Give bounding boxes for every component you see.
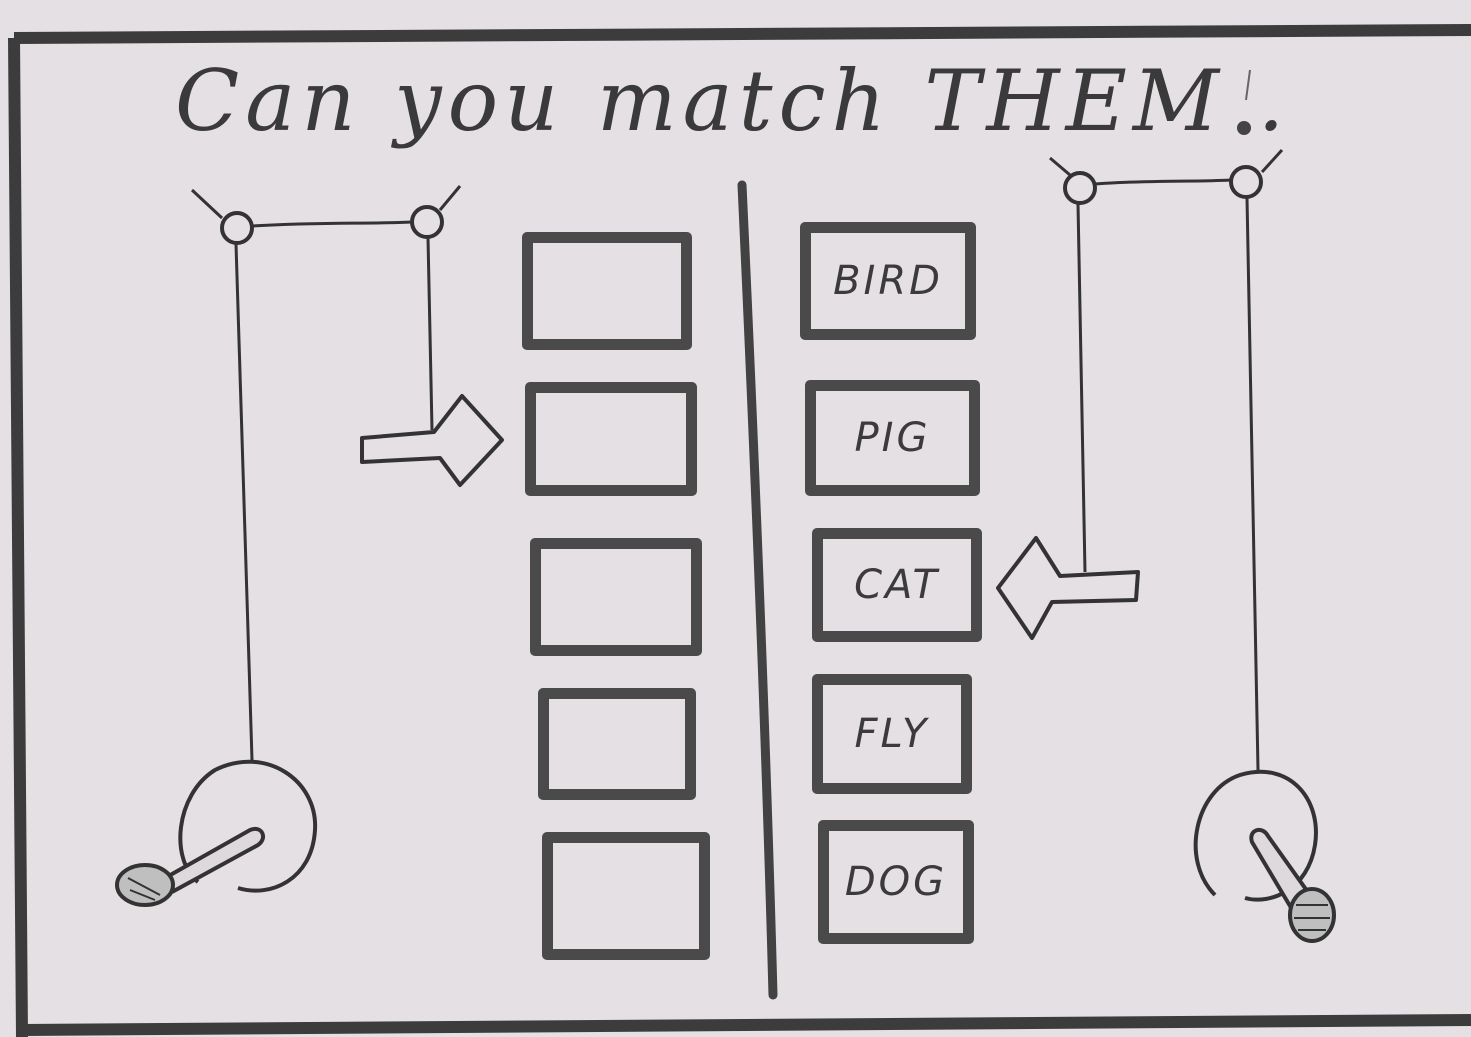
empty-slot-3[interactable] [530, 538, 702, 656]
word-label: DOG [845, 859, 947, 905]
left-joystick-icon[interactable] [117, 186, 460, 905]
word-box-2[interactable]: PIG [805, 380, 980, 496]
word-label: PIG [855, 415, 931, 461]
word-box-5[interactable]: DOG [818, 820, 974, 944]
right-joystick-icon[interactable] [1050, 150, 1334, 941]
arrow-left-icon [998, 538, 1138, 638]
center-divider [742, 185, 773, 995]
empty-slot-5[interactable] [542, 832, 710, 960]
page-title: Can you match THEM . [175, 52, 1290, 150]
empty-slot-4[interactable] [538, 688, 696, 800]
word-label: FLY [855, 711, 930, 757]
word-box-3[interactable]: CAT [812, 528, 982, 642]
word-box-1[interactable]: BIRD [800, 222, 976, 340]
empty-slot-2[interactable] [525, 382, 697, 496]
word-label: BIRD [833, 258, 943, 304]
word-box-4[interactable]: FLY [812, 674, 972, 794]
word-label: CAT [854, 562, 940, 608]
empty-slot-1[interactable] [522, 232, 692, 350]
